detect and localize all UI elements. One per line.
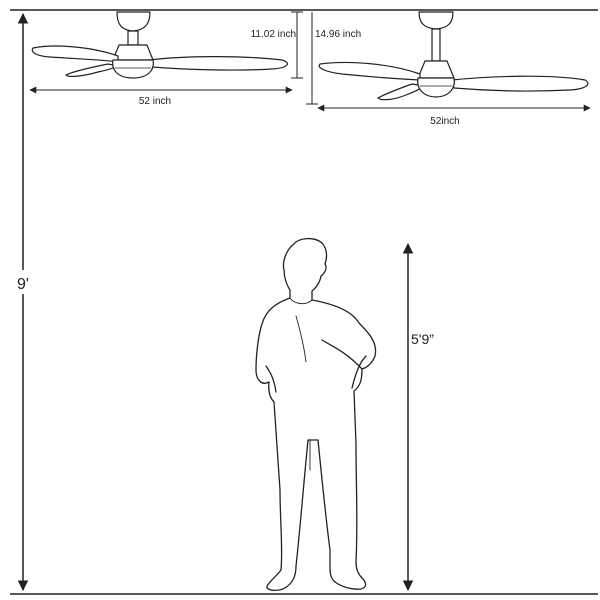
person-outline	[255, 237, 377, 592]
downrod-fan-blade-left	[318, 61, 421, 81]
flush-fan-blade-front	[65, 63, 119, 78]
downrod-fan-blade-right	[451, 75, 589, 92]
person-left-arm-line	[265, 365, 277, 393]
downrod-fan-canopy	[418, 11, 454, 30]
flush-fan-canopy	[116, 11, 151, 32]
flush-fan-blade-right	[149, 56, 289, 71]
flush-fan-blade-left	[31, 45, 119, 63]
ceiling-height-label-bg	[12, 270, 36, 294]
flush-mount-fan	[31, 11, 289, 79]
downrod-fan-width-label: 52inch	[430, 116, 459, 127]
person-collar-line	[289, 297, 313, 305]
flush-fan-light	[112, 59, 154, 79]
downrod-fan	[318, 11, 589, 101]
person-silhouette	[255, 237, 377, 592]
downrod-fan-light	[417, 77, 455, 98]
person-right-arm-line	[351, 355, 367, 389]
downrod-fan-blade-front	[377, 83, 425, 101]
downrod-fan-drop-label: 14.96 inch	[315, 29, 361, 40]
person-shirt-line	[295, 315, 307, 363]
flush-fan-motor	[112, 44, 154, 61]
ceiling-height-label: 9'	[17, 276, 29, 293]
downrod-fan-motor	[417, 60, 455, 79]
flush-fan-stem	[127, 30, 139, 46]
downrod-fan-rod	[431, 28, 441, 62]
person-folded-arm-line	[321, 339, 363, 370]
flush-fan-drop-label: 11.02 inch	[251, 29, 296, 40]
flush-fan-width-label: 52 inch	[139, 96, 171, 107]
person-height-label: 5'9”	[411, 331, 434, 347]
